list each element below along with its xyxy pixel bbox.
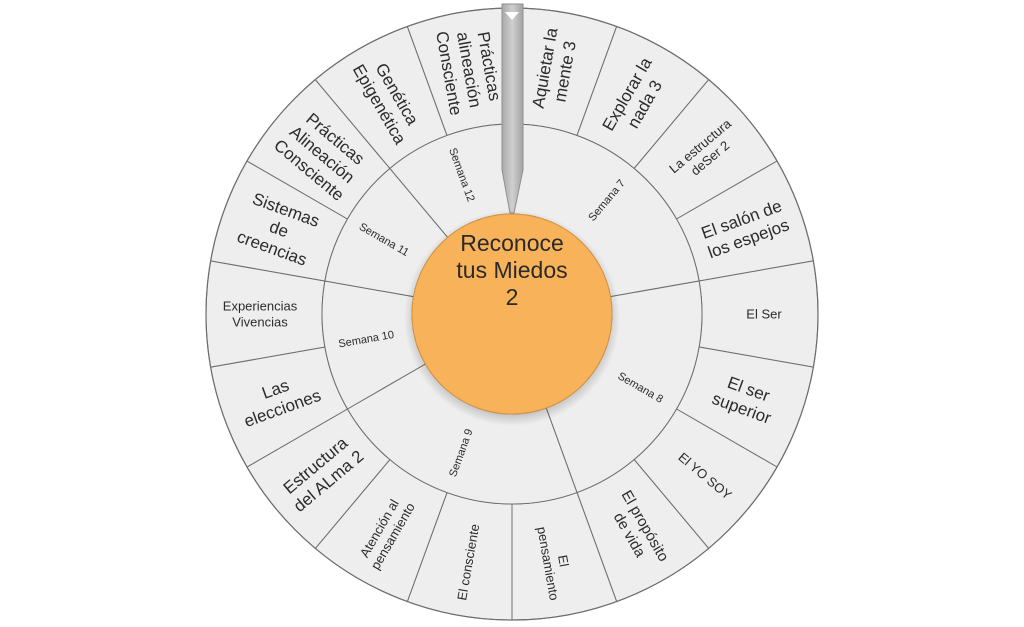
center-title-line: tus Miedos [456,257,568,283]
center-title: Reconoce tus Miedos 2 [420,230,604,311]
topic-label-text: El Ser [746,307,782,322]
topic-label-text: Vivencias [232,314,288,329]
wheel-pointer [501,3,524,214]
topic-label-text: Experiencias [223,299,298,314]
center-title-line: Reconoce [460,230,564,256]
topic-label: El Ser [746,307,782,322]
topic-label-text: El [555,554,572,568]
center-hub[interactable] [411,213,613,415]
week-ring [321,123,703,505]
pointer-arrow-icon [505,12,519,20]
center-title-line: 2 [505,284,519,310]
